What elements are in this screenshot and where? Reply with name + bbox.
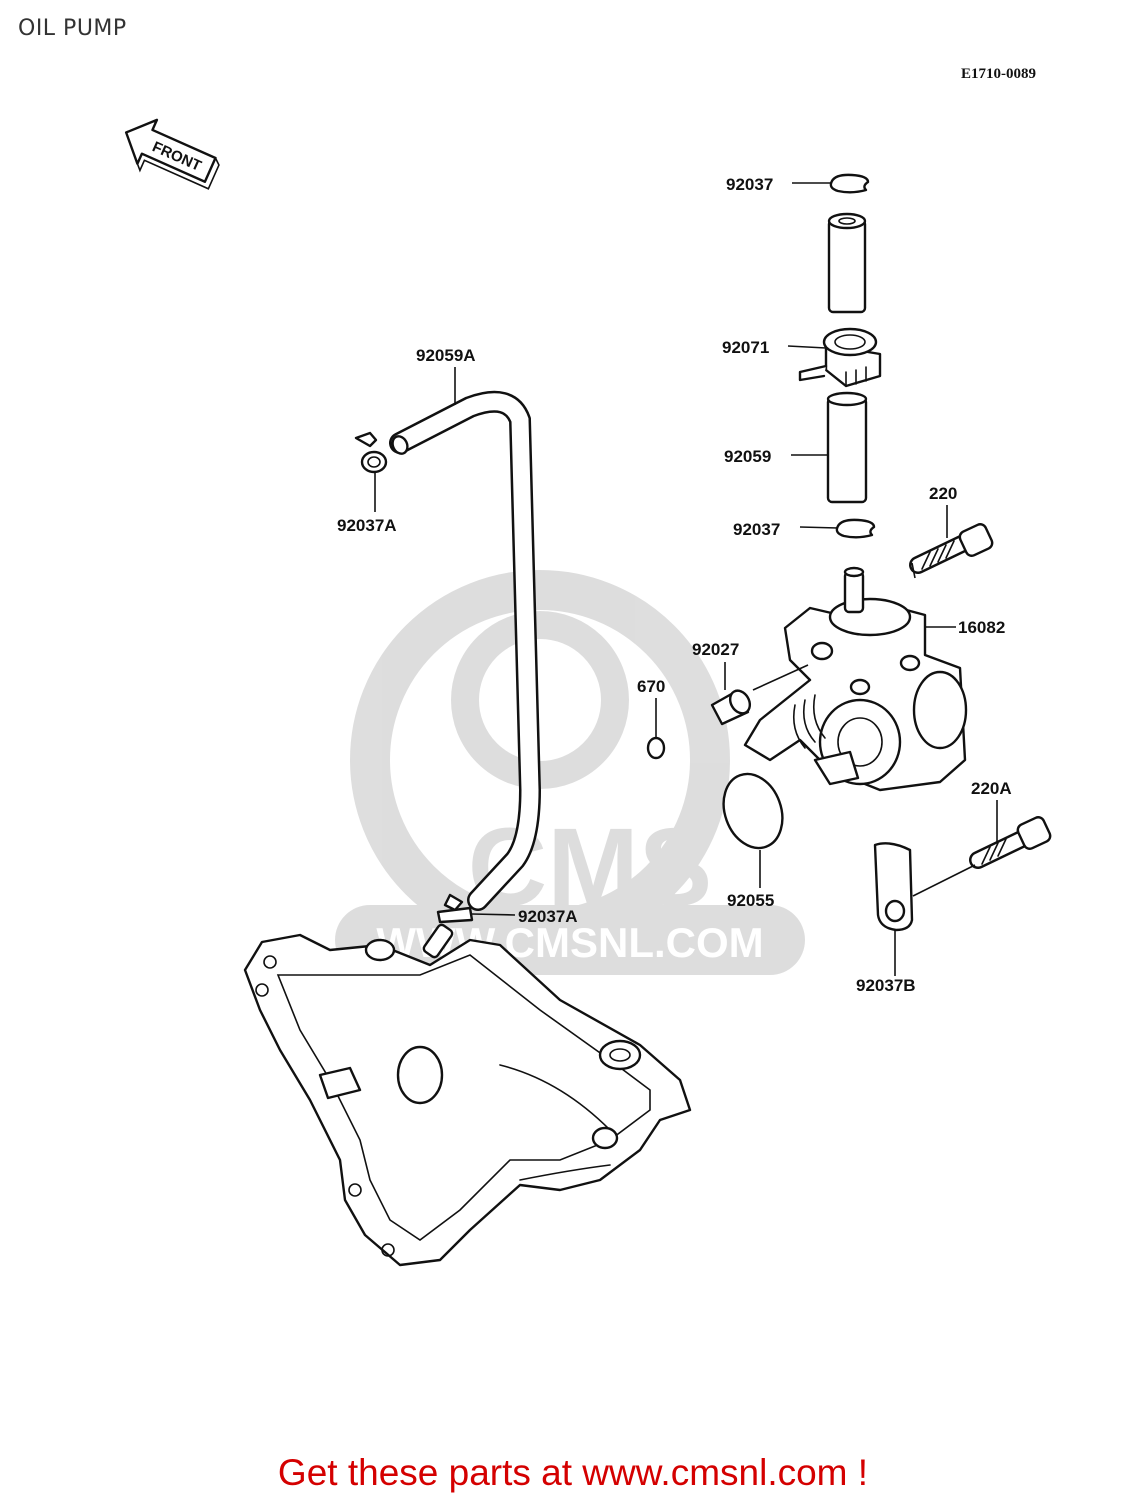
callout-92037-top: 92037 (726, 175, 773, 194)
page-title: OIL PUMP (18, 16, 127, 41)
callout-92059A: 92059A (416, 346, 476, 365)
callout-92059: 92059 (724, 447, 771, 466)
clamp-92037A-top (354, 431, 388, 474)
oil-pump-16082 (743, 566, 968, 792)
callout-92027: 92027 (692, 640, 739, 659)
callout-92037B: 92037B (856, 976, 916, 995)
callout-670: 670 (637, 677, 665, 696)
callout-92037A-bottom: 92037A (518, 907, 578, 926)
callout-92037-mid: 92037 (733, 520, 780, 539)
promo-banner-link[interactable]: Get these parts at www.cmsnl.com ! (277, 1452, 869, 1493)
clamp-92037-top (829, 173, 870, 194)
holder-92071 (798, 327, 882, 388)
clamp-92037A-bottom (436, 893, 474, 924)
diagram-code: E1710-0089 (961, 66, 1036, 82)
hose-upper (827, 212, 867, 314)
collar-92027 (710, 689, 752, 726)
crankcase (243, 923, 692, 1267)
front-arrow-icon: FRONT (124, 118, 220, 190)
leader-lines (374, 182, 998, 976)
callout-220: 220 (929, 484, 957, 503)
hose-92059A (389, 390, 542, 911)
clamp-92037B (873, 842, 914, 932)
hose-92059 (826, 391, 868, 504)
bolt-220A (969, 816, 1052, 869)
callout-92037A-top: 92037A (337, 516, 397, 535)
callouts: 92037 92071 92059 92037 220 16082 92027 … (337, 175, 1012, 995)
parts-diagram: CMS WWW.CMSNL.COM FRONT (124, 118, 1052, 1267)
callout-92071: 92071 (722, 338, 769, 357)
callout-92055: 92055 (727, 891, 774, 910)
o-ring-92055 (722, 772, 784, 850)
bolt-220 (909, 523, 994, 574)
clamp-92037-mid (835, 518, 876, 539)
callout-16082: 16082 (958, 618, 1005, 637)
callout-220A: 220A (971, 779, 1012, 798)
o-ring-670 (646, 736, 666, 760)
